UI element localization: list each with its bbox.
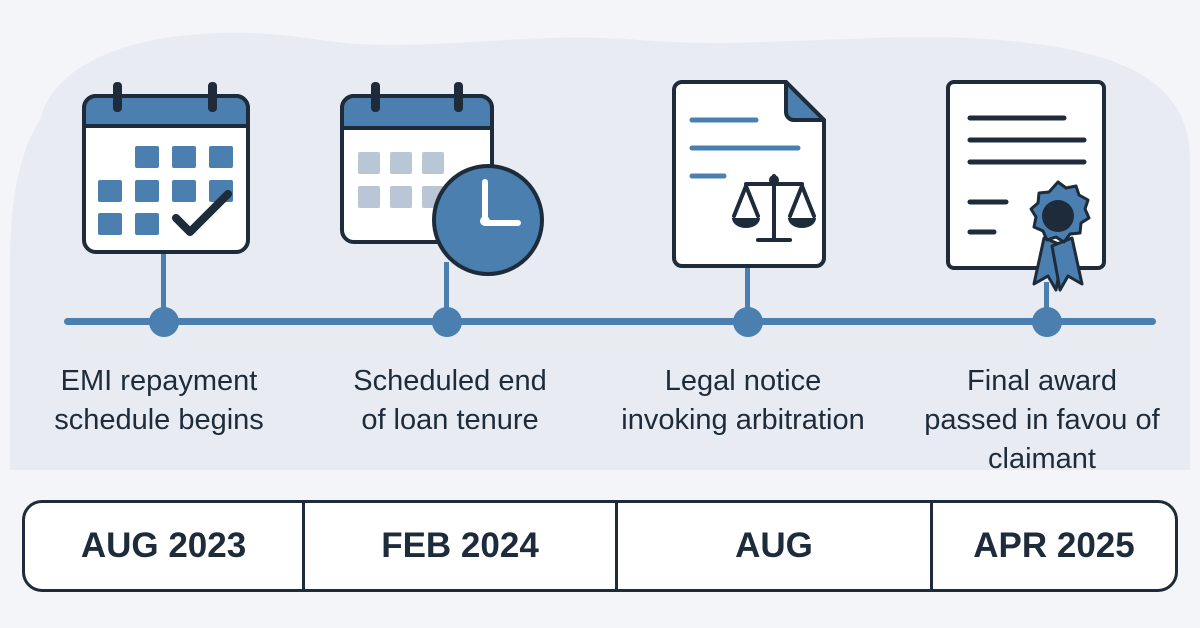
timeline-stem — [444, 262, 449, 320]
timeline-node — [432, 307, 462, 337]
date-cell: APR 2025 — [973, 526, 1135, 565]
calendar-clock-icon — [340, 82, 544, 276]
caption-line: passed in favou of — [924, 404, 1160, 436]
calendar-check-icon — [82, 82, 250, 254]
event-caption: Scheduled end of loan tenure — [328, 362, 572, 440]
caption-line: Scheduled end — [353, 365, 547, 397]
timeline-node — [733, 307, 763, 337]
caption-line: of loan tenure — [361, 404, 539, 436]
date-cell: FEB 2024 — [305, 503, 618, 589]
event-caption: Legal notice invoking arbitration — [598, 362, 888, 440]
timeline-axis — [64, 318, 1156, 325]
date-cell: AUG — [618, 503, 933, 589]
timeline-stem — [1044, 282, 1049, 320]
date-cell: AUG 2023 — [25, 503, 305, 589]
timeline-stem — [745, 266, 750, 320]
certificate-award-icon — [946, 80, 1106, 292]
caption-line: Legal notice — [664, 365, 822, 397]
timeline-node — [1032, 307, 1062, 337]
event-caption: Final award passed in favou of claimant — [912, 362, 1172, 479]
caption-line: EMI repayment — [60, 365, 258, 397]
caption-line: claimant — [988, 443, 1096, 475]
timeline-node — [149, 307, 179, 337]
caption-line: invoking arbitration — [621, 404, 865, 436]
caption-line: schedule begins — [54, 404, 264, 436]
legal-document-scales-icon — [672, 80, 826, 268]
date-bar: AUG 2023 FEB 2024 AUG APR 2025 — [22, 500, 1178, 592]
timeline-stem — [161, 250, 166, 320]
caption-line: Final award — [967, 365, 1117, 397]
event-caption: EMI repayment schedule begins — [38, 362, 280, 440]
